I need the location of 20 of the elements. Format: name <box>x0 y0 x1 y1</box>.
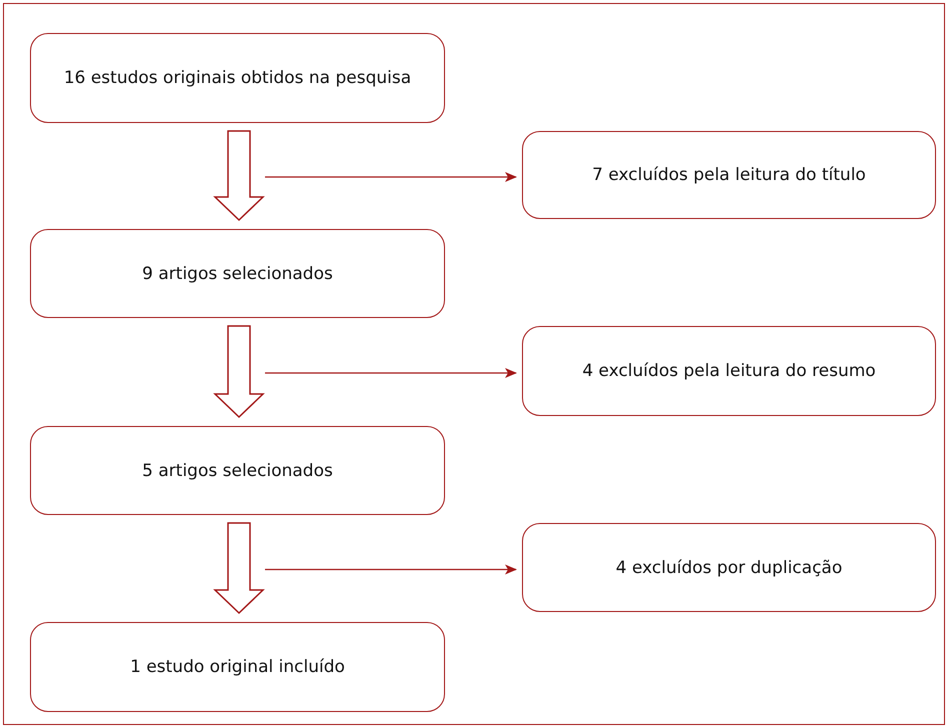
box-text: 4 excluídos por duplicação <box>616 556 842 580</box>
process-box <box>522 523 936 612</box>
process-box <box>522 131 936 219</box>
box-text: 5 artigos selecionados <box>142 460 333 482</box>
process-box <box>30 622 445 712</box>
box-text: 16 estudos originais obtidos na pesquisa <box>64 67 412 90</box>
arrow <box>265 368 517 378</box>
block-arrow <box>213 130 265 222</box>
process-box <box>30 426 445 515</box>
block-arrow <box>213 325 265 418</box>
box-text: 9 artigos selecionados <box>142 262 333 286</box>
arrow <box>265 564 517 574</box>
box-text: 7 excluídos pela leitura do título <box>592 164 866 187</box>
process-box <box>30 33 445 123</box>
block-arrow <box>213 522 265 614</box>
arrow <box>265 172 517 182</box>
process-box <box>522 326 936 416</box>
box-text: 4 excluídos pela leitura do resumo <box>582 360 876 383</box>
process-box <box>30 229 445 318</box>
box-text: 1 estudo original incluído <box>130 656 345 679</box>
